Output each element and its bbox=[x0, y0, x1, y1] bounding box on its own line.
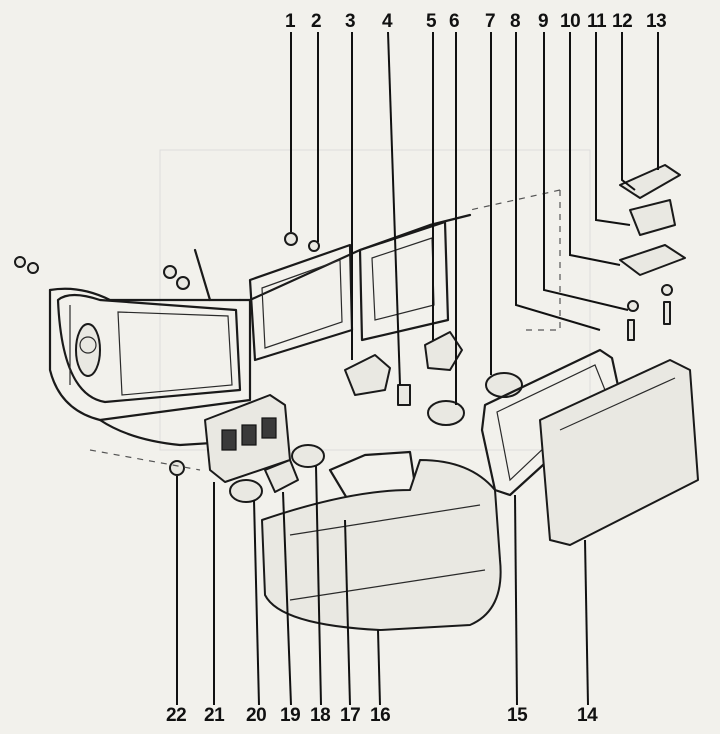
callout-16: 16 bbox=[370, 705, 391, 726]
bulb-holders bbox=[229, 331, 523, 503]
callout-11: 11 bbox=[587, 11, 607, 32]
callout-8: 8 bbox=[510, 11, 521, 32]
callout-2: 2 bbox=[311, 11, 322, 32]
callout-1: 1 bbox=[285, 11, 296, 32]
callout-20: 20 bbox=[246, 705, 267, 726]
callout-21: 21 bbox=[204, 705, 225, 726]
plate-light bbox=[619, 164, 686, 341]
callout-10: 10 bbox=[560, 11, 581, 32]
lens-assembly bbox=[261, 450, 502, 631]
lamp-carrier bbox=[204, 394, 299, 493]
callout-6: 6 bbox=[449, 11, 460, 32]
callout-3: 3 bbox=[345, 11, 356, 32]
callout-14: 14 bbox=[577, 705, 598, 726]
callout-13: 13 bbox=[646, 11, 667, 32]
side-lens bbox=[480, 348, 699, 546]
callout-4: 4 bbox=[382, 11, 393, 32]
callout-22: 22 bbox=[166, 705, 187, 726]
callout-15: 15 bbox=[507, 705, 528, 726]
callout-9: 9 bbox=[538, 11, 549, 32]
leader-lines bbox=[176, 31, 659, 706]
callout-5: 5 bbox=[426, 11, 437, 32]
callout-19: 19 bbox=[280, 705, 301, 726]
callout-12: 12 bbox=[612, 11, 633, 32]
callout-18: 18 bbox=[310, 705, 331, 726]
nuts bbox=[14, 232, 673, 476]
callout-17: 17 bbox=[340, 705, 361, 726]
callout-7: 7 bbox=[485, 11, 496, 32]
